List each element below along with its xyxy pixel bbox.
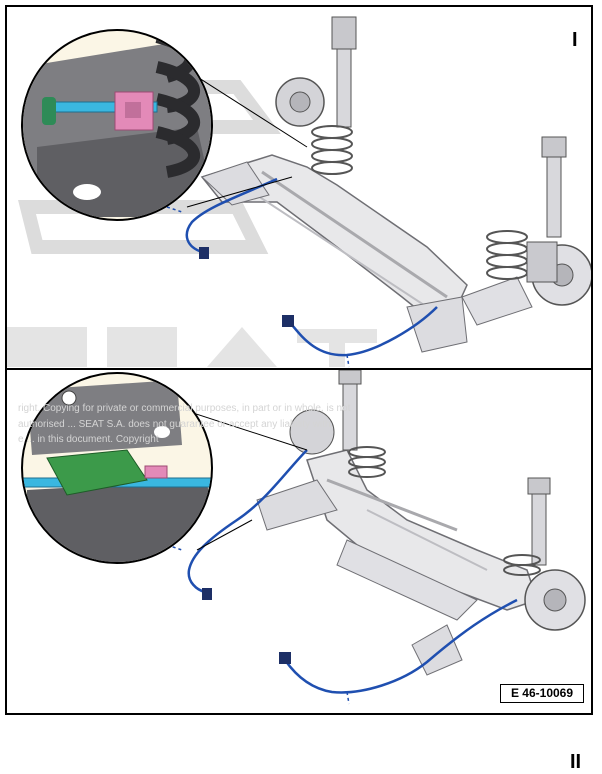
wheel-speed-sensor-cable-left bbox=[166, 177, 278, 254]
watermark-line: e ... in this document. Copyright bbox=[18, 434, 159, 445]
wheel-speed-sensor-cable-right bbox=[291, 306, 438, 368]
wheel-speed-sensor-cable-right-II bbox=[283, 598, 518, 705]
left-coil-spring-II bbox=[348, 446, 386, 478]
right-coil-spring-II bbox=[503, 554, 541, 576]
rear-axle-illustration-II bbox=[21, 370, 586, 705]
panel-label-I: I bbox=[572, 29, 578, 51]
left-shock-absorber bbox=[331, 16, 357, 128]
detail-view-circle-II bbox=[21, 372, 213, 564]
sensor-plug-left-II bbox=[202, 588, 212, 600]
right-wheel-hub-II bbox=[524, 569, 586, 631]
left-wheel-hub bbox=[275, 77, 325, 127]
twist-beam-axle bbox=[200, 154, 533, 353]
right-coil-spring bbox=[486, 230, 528, 280]
left-wheel-hub-II bbox=[289, 409, 335, 455]
panel-II: II bbox=[7, 370, 591, 773]
right-shock-absorber-II bbox=[527, 477, 551, 566]
panel-I: I bbox=[7, 7, 591, 368]
multi-link-subframe bbox=[256, 449, 538, 621]
right-wheel-hub bbox=[526, 241, 591, 306]
sensor-plug-right bbox=[282, 315, 294, 327]
watermark-line: authorised ... SEAT S.A. does not guaran… bbox=[18, 419, 331, 430]
sensor-plug-left bbox=[199, 247, 209, 259]
seat-letters-watermark bbox=[7, 327, 377, 367]
left-coil-spring bbox=[311, 125, 353, 175]
panel-divider bbox=[5, 368, 593, 370]
left-shock-absorber-II bbox=[338, 370, 362, 451]
watermark-line: right. Copying for private or commercial… bbox=[18, 403, 351, 414]
panel-label-II: II bbox=[570, 751, 582, 773]
right-shock-absorber bbox=[541, 136, 567, 238]
rear-axle-illustration-I bbox=[7, 16, 591, 368]
detail-view-circle bbox=[21, 29, 213, 221]
sensor-plug-right-II bbox=[279, 652, 291, 664]
figure-reference-label: E 46-10069 bbox=[500, 684, 584, 703]
